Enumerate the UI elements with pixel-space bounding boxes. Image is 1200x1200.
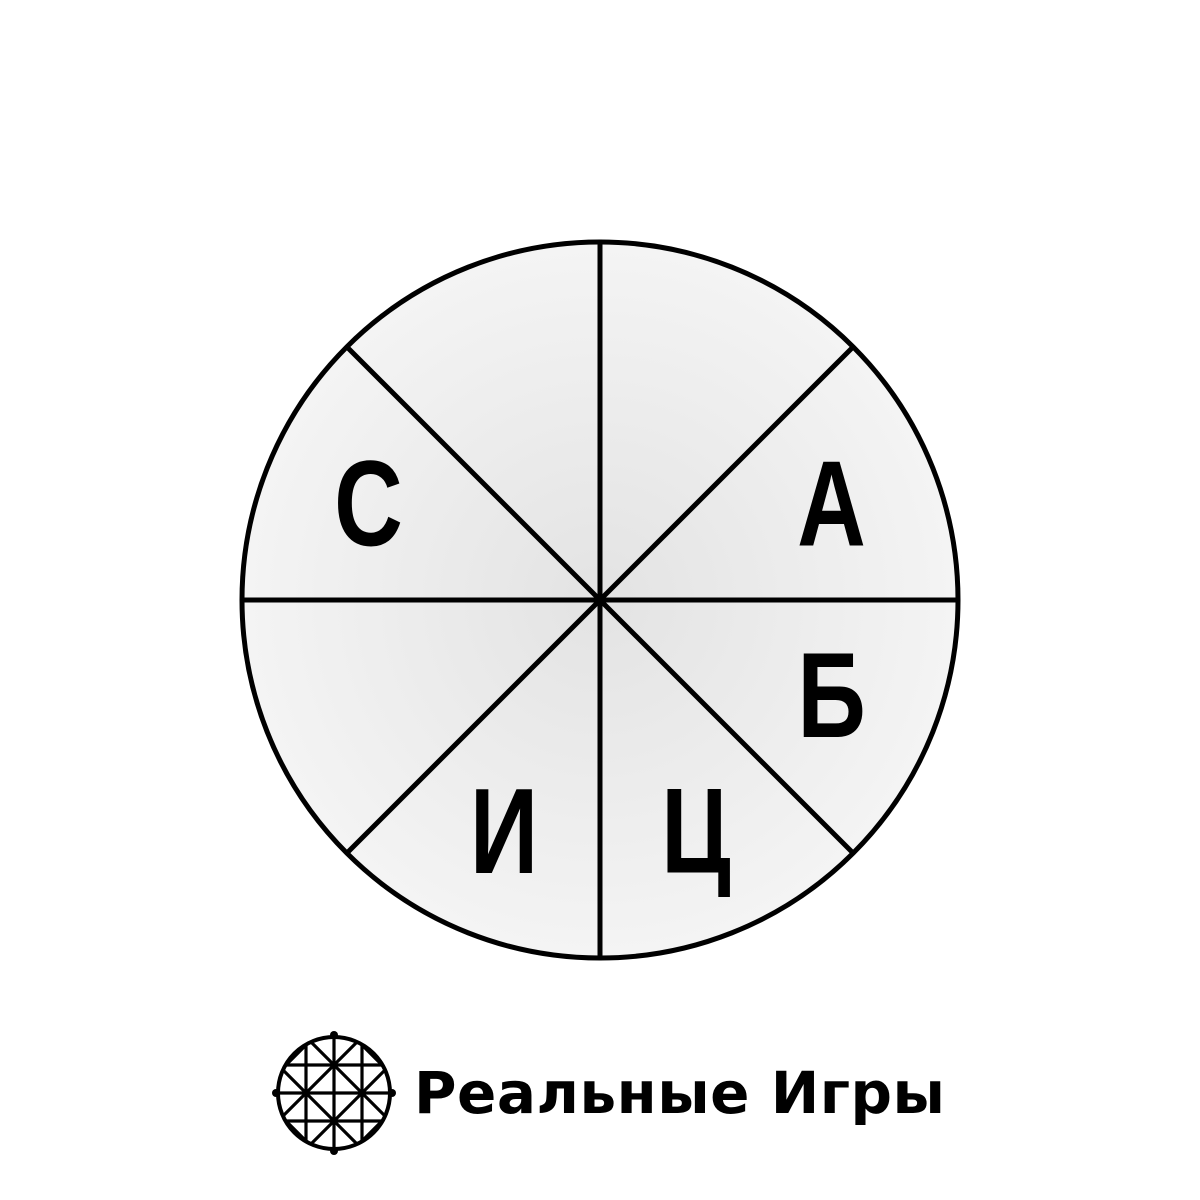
sector-dividers [242, 242, 958, 958]
sector-letter-8: Б [797, 628, 865, 764]
brand-name: Реальные Игры [414, 1059, 946, 1127]
sector-divider [345, 345, 855, 855]
sector-letter-7: Ц [661, 764, 731, 900]
grid-sphere-logo [272, 1031, 396, 1155]
brand-footer: Реальные Игры [268, 1028, 946, 1158]
sector-letter-4: С [334, 436, 403, 572]
sector-letter-1: А [797, 436, 866, 572]
sector-letter-6: И [470, 764, 538, 900]
